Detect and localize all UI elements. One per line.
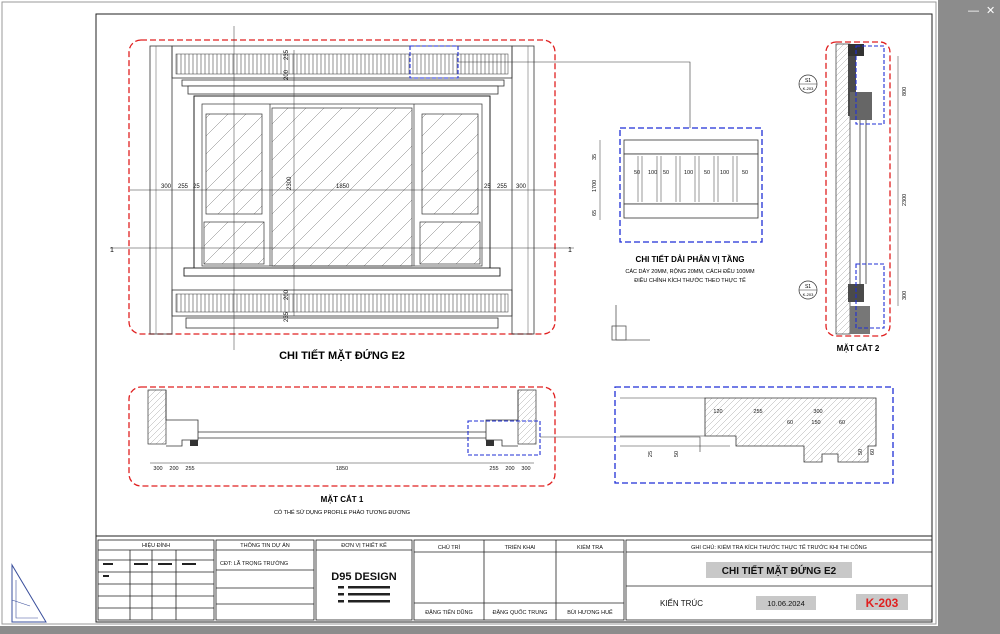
col-trien-khai: TRIỂN KHAI [505,544,536,551]
band-detail-frame [619,127,763,243]
detail-dim-right-2: 60 [870,449,876,455]
section1-callout [467,420,541,456]
detail-dim-top-1: 120 [713,409,722,415]
band-side-dim-1: 35 [592,154,598,160]
section1-dim-2: 200 [169,466,178,472]
section1-dim-3: 255 [185,466,194,472]
name-chu-tri: ĐẶNG TIẾN DŨNG [425,609,473,616]
band-dim-2: 100 [648,170,657,176]
name-trien-khai: ĐẶNG QUỐC TRUNG [493,609,548,616]
section1-dim-4: 1850 [336,466,348,472]
section1-view: 300 200 255 1850 255 200 300 MẶT CẮT 1 C… [128,386,556,516]
detail-dim-mid-1: 60 [787,420,793,426]
section2-callout-top [855,45,885,125]
section1-dim-5: 255 [489,466,498,472]
section-detail-frame [614,386,894,484]
sheet-number: K-203 [866,596,899,610]
triangle-icon [11,563,47,623]
band-dim-7: 50 [742,170,748,176]
viewer-side-panel: — ✕ [938,0,1000,634]
section1-leader-line [540,436,701,452]
section2-view: S1 K-203 S1 K-203 800 2300 300 MẶT CẮT 2 [798,41,908,353]
elevation-dim-bottom-2: 235 [284,311,290,322]
section2-callout-top-label: S1 [805,78,811,84]
sheet-inner-border [95,13,933,623]
band-detail-note-2: ĐIỀU CHỈNH KÍCH THƯỚC THEO THỰC TẾ [634,277,746,284]
ucs-icon [611,305,650,341]
sheet-title: CHI TIẾT MẶT ĐỨNG E2 [722,564,837,577]
brand-logo: D95 DESIGN [331,571,396,583]
section1-dim-7: 300 [521,466,530,472]
section2-dim-1: 800 [902,87,908,96]
elevation-frame [128,39,556,335]
elevation-dim-left-3: 25 [193,184,200,190]
section2-dim-3: 300 [902,291,908,300]
axis-mark-right: 1 [568,247,572,254]
elevation-dim-left-2: 255 [178,184,189,190]
section2-title: MẶT CẮT 2 [837,344,880,353]
revision-header: HIỆU ĐÍNH [142,541,170,549]
elevation-dim-right-3: 300 [516,184,527,190]
section1-dim-6: 200 [505,466,514,472]
name-kiem-tra: BÙI HƯƠNG HUẾ [567,609,613,616]
detail-dim-left-1: 25 [648,451,654,457]
band-detail-title: CHI TIẾT DẢI PHÂN VỊ TẦNG [636,254,745,264]
section2-dim-2: 2300 [902,194,908,206]
col-kiem-tra: KIỂM TRA [577,544,603,551]
section2-frame [825,41,891,337]
axis-mark-left: 1 [110,247,114,254]
elevation-dim-left-1: 300 [161,184,172,190]
minimize-icon[interactable]: — [968,5,979,17]
sheet-number-bg [856,594,908,610]
col-chu-tri: CHỦ TRÌ [438,544,461,551]
section1-subtitle: CÓ THỂ SỬ DỤNG PROFILE PHÀO TƯƠNG ĐƯƠNG [274,509,410,516]
elevation-dim-right-2: 255 [497,184,508,190]
section2-callout-bottom [855,263,885,329]
elevation-title: CHI TIẾT MẶT ĐỨNG E2 [279,349,405,362]
elevation-dim-center: 1850 [336,184,350,190]
date-bg [756,596,816,610]
band-dim-3: 50 [663,170,669,176]
band-dim-1: 50 [634,170,640,176]
sheet-outer-border [1,1,937,625]
elevation-dim-right-1: 25 [484,184,491,190]
section2-callout-top-sheet: K-203 [803,86,814,91]
band-side-dim-3: 65 [592,210,598,216]
project-owner: CĐT: LÃ TRỌNG TRƯỜNG [220,560,288,567]
viewer-bottom-bar [0,626,1000,634]
section1-frame [128,386,556,487]
band-dim-6: 100 [720,170,729,176]
section2-callout-bottom-sheet: K-203 [803,292,814,297]
elevation-view: 1 1 300 255 25 1850 25 255 300 235 200 2… [110,26,574,362]
band-detail-note-1: CÁC DẢY 20MM, RỘNG 20MM, CÁCH ĐỀU 100MM [625,268,755,275]
discipline: KIẾN TRÚC [660,598,703,608]
detail-dim-right-1: 50 [858,449,864,455]
sheet-date: 10.06.2024 [767,599,805,608]
elevation-dim-top-1: 235 [284,49,290,60]
band-detail-view: 50 100 50 100 50 100 50 35 1700 65 CHI T… [592,127,763,284]
section1-title: MẶT CẮT 1 [321,495,364,504]
sheet-title-bg [706,562,852,578]
close-icon[interactable]: ✕ [986,5,996,17]
section-detail-view: 120 255 300 60 150 60 25 50 50 60 [614,386,894,484]
elevation-dim-vertical: 2300 [287,176,293,190]
detail-dim-left-2: 50 [674,451,680,457]
detail-dim-top-2: 255 [753,409,762,415]
detail-dim-mid-2: 150 [811,420,820,426]
sheet-note: GHI CHÚ: KIỂM TRA KÍCH THƯỚC THỰC TẾ TRƯ… [691,544,867,551]
band-dim-5: 50 [704,170,710,176]
drawing-sheet: 1 1 300 255 25 1850 25 255 300 235 200 2… [1,1,937,625]
project-header: THÔNG TIN DỰ ÁN [240,542,290,549]
elevation-dim-bottom-1: 200 [284,289,290,300]
detail-dim-mid-3: 60 [839,420,845,426]
band-leader-line [458,61,691,128]
band-dim-4: 100 [684,170,693,176]
design-unit-header: ĐƠN VỊ THIẾT KẾ [341,542,387,549]
band-side-dim-2: 1700 [592,180,598,192]
title-block [97,539,933,621]
elevation-dim-top-2: 200 [284,69,290,80]
detail-dim-top-3: 300 [813,409,822,415]
section1-dim-1: 300 [153,466,162,472]
section2-callout-bottom-label: S1 [805,284,811,290]
